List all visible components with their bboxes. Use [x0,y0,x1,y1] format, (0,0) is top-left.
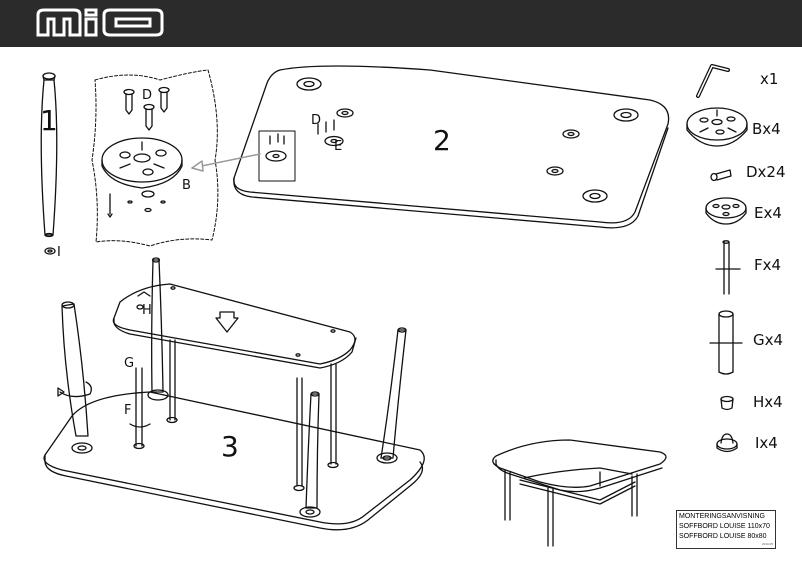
part-label-f: Fx4 [754,256,782,274]
screw-icon [710,169,732,182]
short-rod-icon [715,240,741,295]
step-number-3: 3 [221,430,239,463]
mio-logo [36,8,164,37]
step-number-2: 2 [433,124,451,157]
part-label-e: Ex4 [754,204,782,222]
detail-screws [123,86,170,131]
mounting-plate-icon [686,107,748,147]
detail-callout [91,69,219,247]
title-line-3: SOFFBORD LOUISE 80x80 [679,533,767,540]
label-f: F [124,403,132,418]
title-version: 2010-05 [761,542,773,546]
allen-key-icon [696,64,730,98]
long-tube-icon [709,310,743,375]
title-line-1: MONTERINGSANVISNING [679,513,765,520]
detail-arrow [191,153,261,169]
label-i: I [57,245,61,260]
step3-assembly [43,257,425,531]
part-label-tool: x1 [760,70,779,88]
title-line-2: SOFFBORD LOUISE 110x70 [679,523,770,530]
cap-icon [720,395,734,411]
label-d-top: D [311,113,322,128]
part-label-i: Ix4 [755,434,778,452]
foot-glide-icon [716,433,738,453]
part-label-h: Hx4 [753,393,783,411]
title-block: MONTERINGSANVISNING SOFFBORD LOUISE 110x… [676,510,776,549]
part-label-g: Gx4 [753,331,784,349]
finished-table [492,439,667,547]
header-bar: mio [0,0,802,47]
detail-plate [101,137,183,218]
label-b: B [182,178,191,193]
label-d-detail: D [142,88,153,103]
label-h: H [142,303,152,318]
step-number-1: 1 [40,104,58,137]
step2-tabletop [233,65,670,229]
step1-leg [40,72,58,255]
leg-bracket-icon [705,197,747,225]
part-label-d: Dx24 [746,163,786,181]
part-label-b: Bx4 [752,120,781,138]
label-g: G [124,356,135,371]
label-e: E [334,139,343,154]
